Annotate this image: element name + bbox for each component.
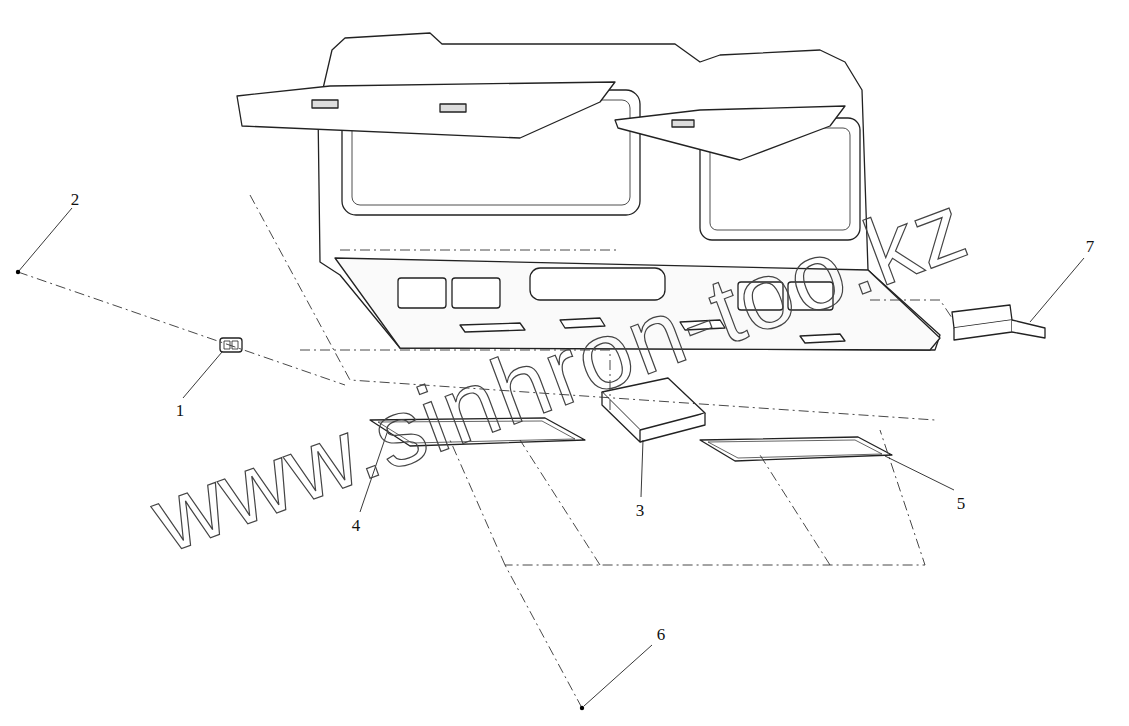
callout-number: 6 [657, 626, 666, 643]
callout-number: 1 [176, 402, 185, 419]
callout-number: 5 [957, 495, 966, 512]
callout-number: 4 [352, 517, 361, 534]
callout-number: 3 [636, 502, 645, 519]
callout-number: 7 [1086, 238, 1095, 255]
callout-number: 2 [71, 191, 80, 208]
